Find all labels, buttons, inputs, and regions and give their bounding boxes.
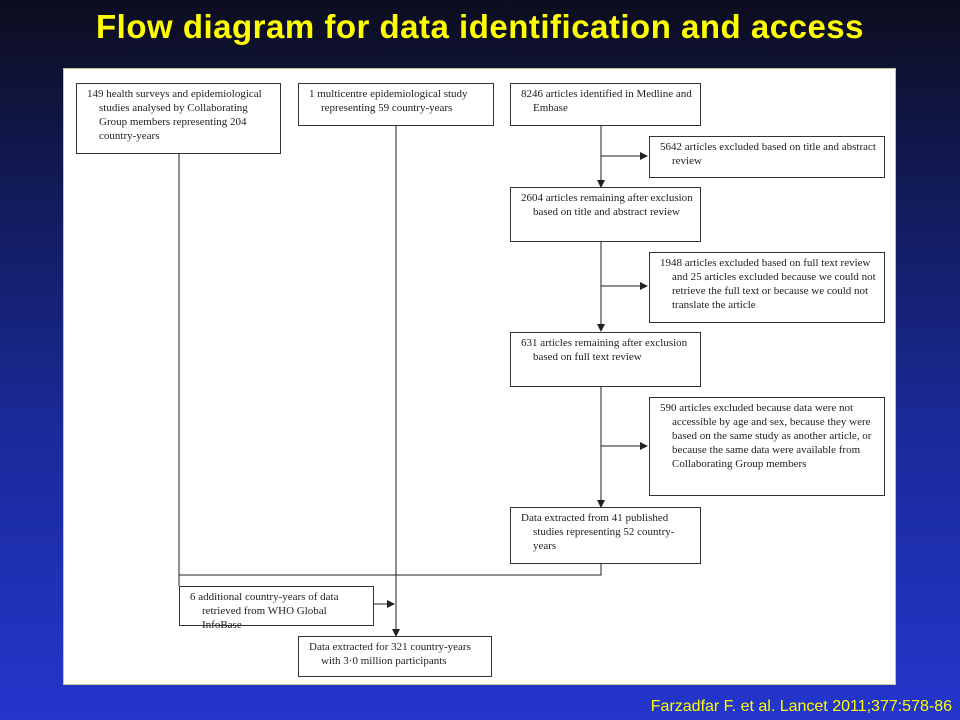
- remaining-fulltext-text: 631 articles remaining after exclusion b…: [521, 337, 688, 363]
- health-surveys-text: 149 health surveys and epidemiological s…: [87, 88, 262, 142]
- extracted-published-box: Data extracted from 41 published studies…: [510, 507, 701, 564]
- extracted-published-text: Data extracted from 41 published studies…: [521, 512, 675, 552]
- excluded-fulltext-box: 1948 articles excluded based on full tex…: [649, 252, 885, 323]
- remaining-title-text: 2604 articles remaining after exclusion …: [521, 192, 693, 218]
- excluded-access-text: 590 articles excluded because data were …: [660, 402, 872, 470]
- final-text: Data extracted for 321 country-years wit…: [309, 641, 471, 667]
- who-infobase-text: 6 additional country-years of data retri…: [190, 591, 339, 631]
- connector-lines: [178, 126, 648, 637]
- multicentre-text: 1 multicentre epidemiological study repr…: [309, 88, 468, 114]
- excluded-access-box: 590 articles excluded because data were …: [649, 397, 885, 496]
- excluded-title-text: 5642 articles excluded based on title an…: [660, 141, 876, 167]
- excluded-fulltext-text: 1948 articles excluded based on full tex…: [660, 257, 876, 311]
- multicentre-box: 1 multicentre epidemiological study repr…: [298, 83, 494, 126]
- slide-title: Flow diagram for data identification and…: [96, 8, 864, 45]
- remaining-title-box: 2604 articles remaining after exclusion …: [510, 187, 701, 242]
- connector-surveys-merge: [178, 154, 602, 576]
- remaining-fulltext-box: 631 articles remaining after exclusion b…: [510, 332, 701, 387]
- who-infobase-box: 6 additional country-years of data retri…: [179, 586, 374, 631]
- identified-text: 8246 articles identified in Medline and …: [521, 88, 692, 114]
- citation: Farzadfar F. et al. Lancet 2011;377:578-…: [650, 698, 952, 715]
- health-surveys-box: 149 health surveys and epidemiological s…: [76, 83, 281, 154]
- identified-box: 8246 articles identified in Medline and …: [510, 83, 701, 126]
- final-box: Data extracted for 321 country-years wit…: [298, 636, 492, 677]
- flow-diagram-panel: 149 health surveys and epidemiological s…: [63, 68, 896, 685]
- excluded-title-box: 5642 articles excluded based on title an…: [649, 136, 885, 178]
